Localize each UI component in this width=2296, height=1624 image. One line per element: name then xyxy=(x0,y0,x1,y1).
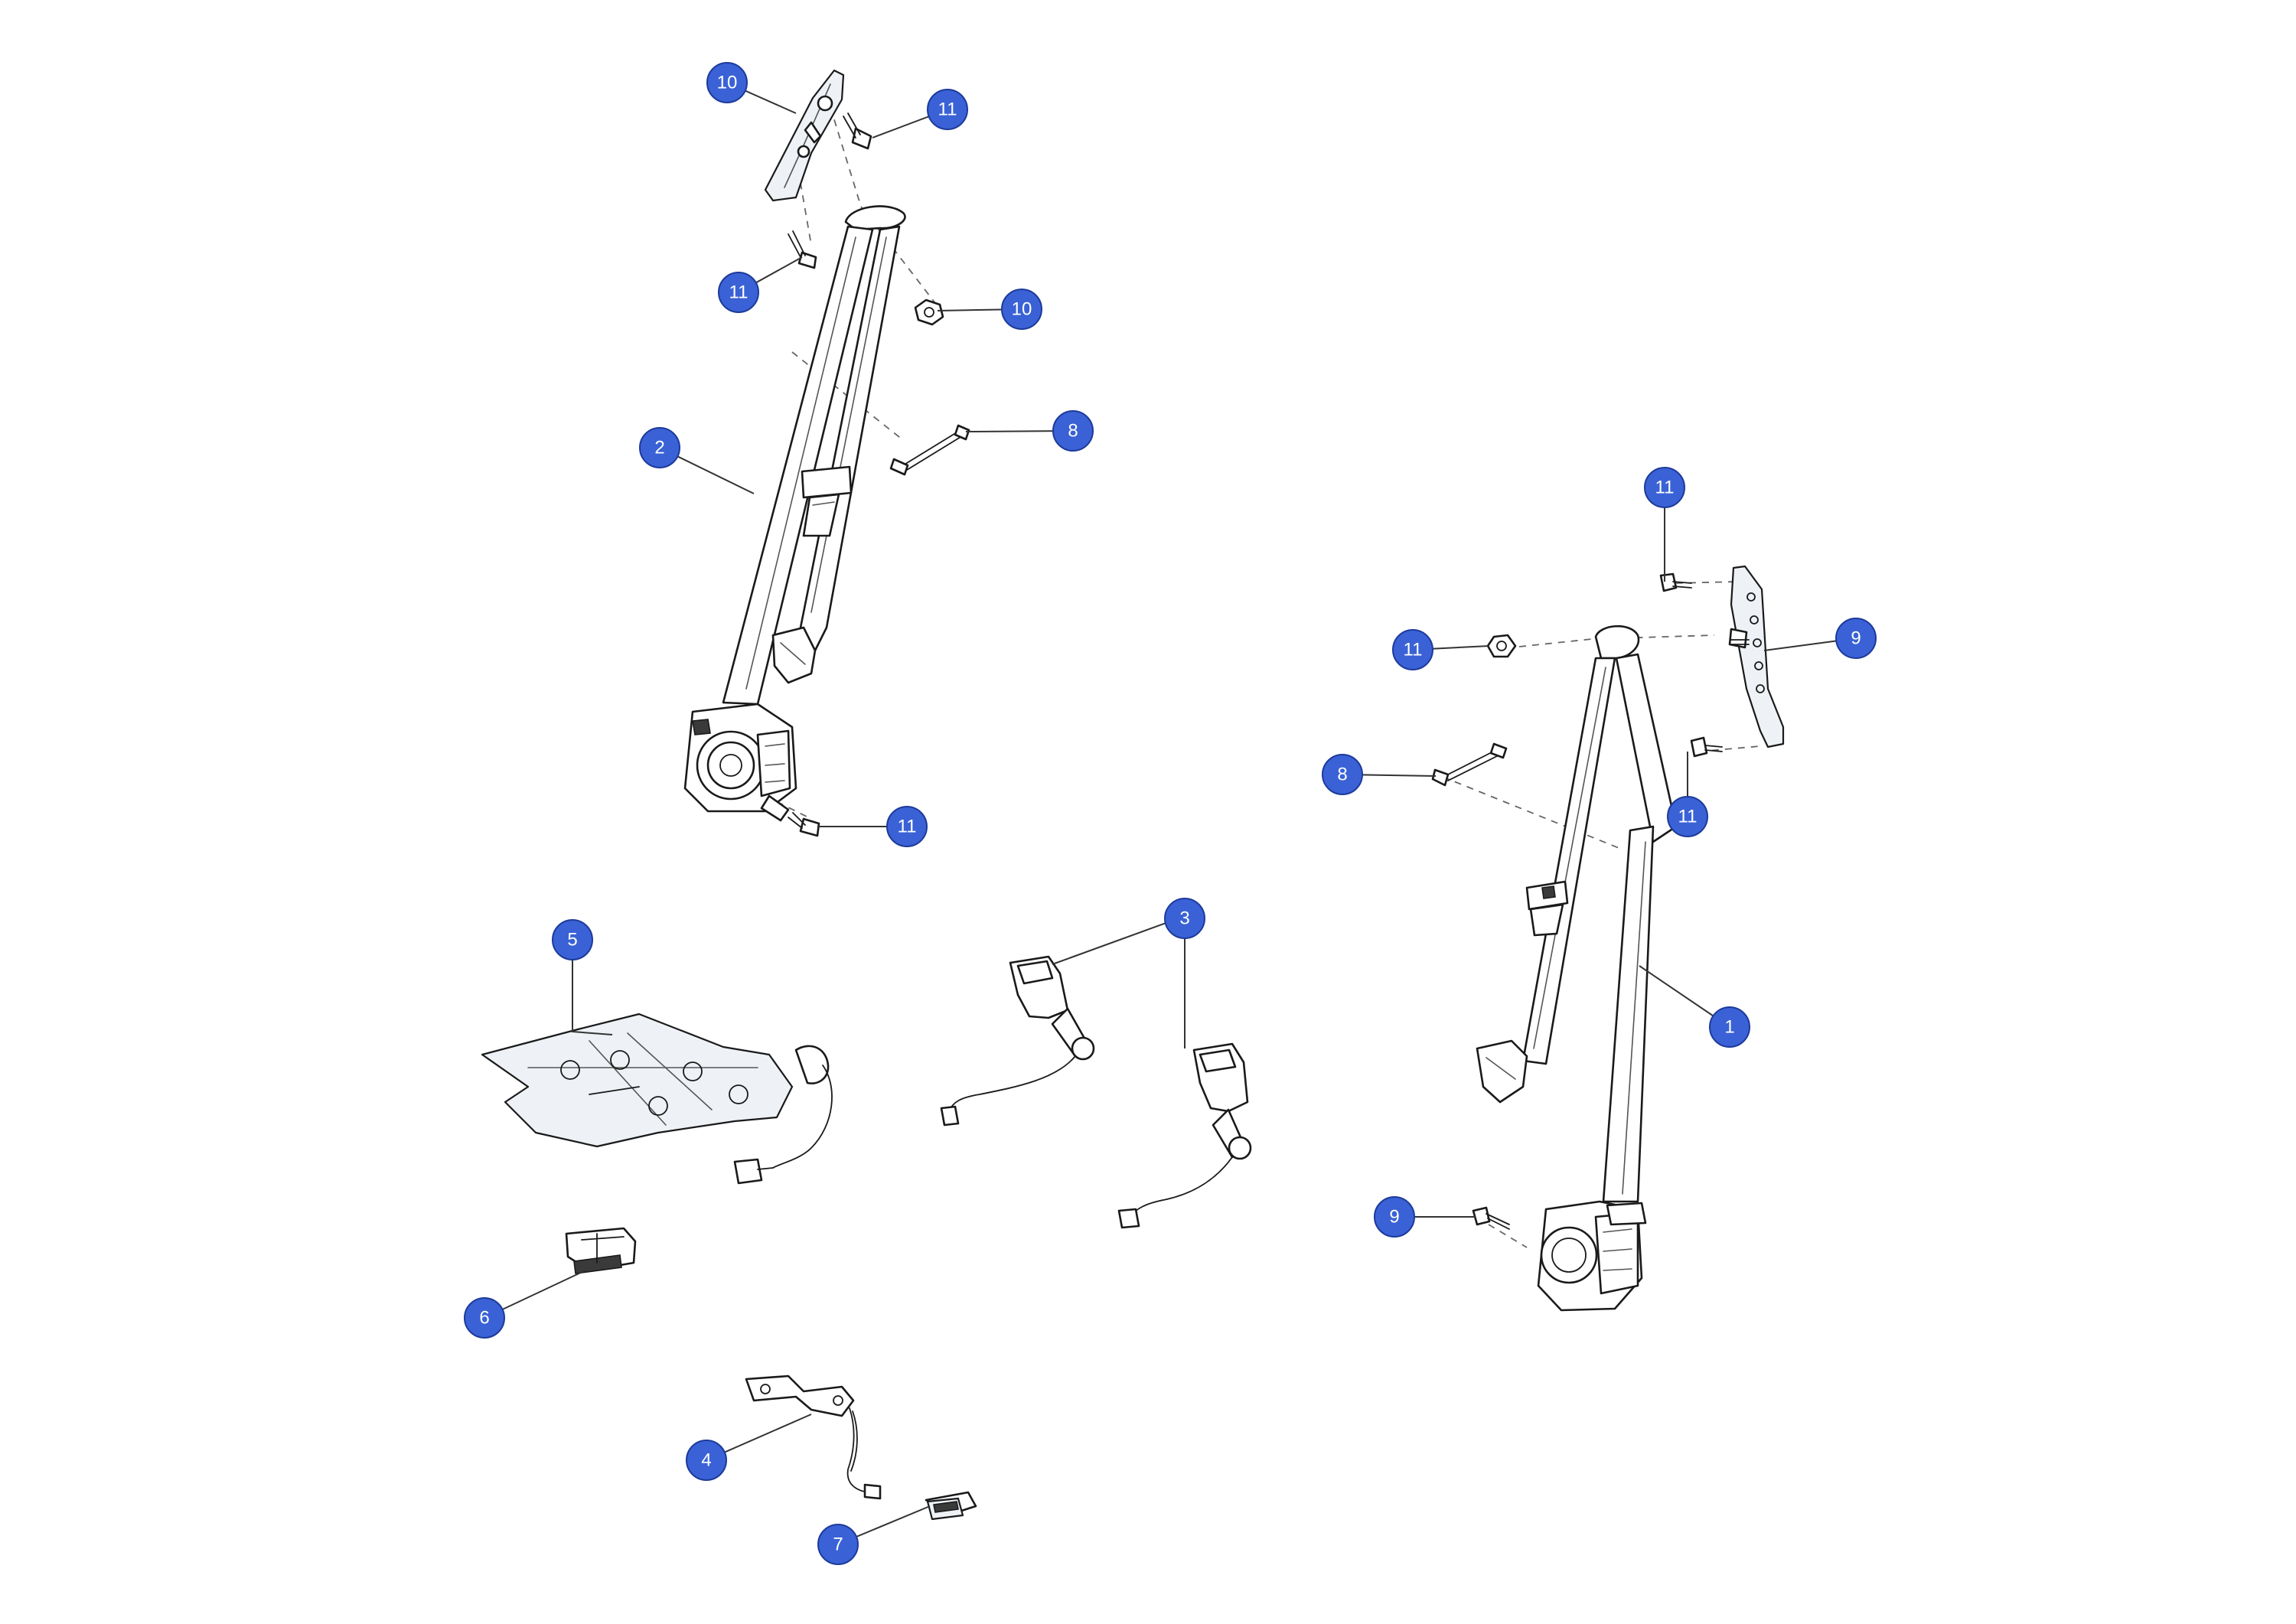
callout-5[interactable]: 5 xyxy=(552,919,593,960)
right-lower-bolt xyxy=(1472,1206,1510,1230)
svg-text:11: 11 xyxy=(898,817,917,837)
left-retractor xyxy=(683,703,797,822)
bracket-harness-4 xyxy=(745,1375,882,1500)
buckle-assembly-3 xyxy=(940,955,1252,1229)
left-upper-bracket xyxy=(764,69,845,202)
callout-11-lower-right[interactable]: 9 xyxy=(1374,1196,1415,1238)
callout-11-top-left[interactable]: 11 xyxy=(927,89,968,130)
svg-text:8: 8 xyxy=(1337,765,1347,785)
svg-text:3: 3 xyxy=(1179,908,1189,929)
svg-text:10: 10 xyxy=(717,73,738,93)
callout-10-right[interactable]: 11 xyxy=(1392,629,1433,670)
svg-text:11: 11 xyxy=(1678,807,1698,827)
svg-text:5: 5 xyxy=(567,930,577,951)
left-rod-8 xyxy=(889,424,970,476)
left-bolt-mid xyxy=(788,230,817,269)
callout-8-left[interactable]: 8 xyxy=(1052,410,1094,452)
callout-11-mid-right[interactable]: 11 xyxy=(1667,796,1708,837)
svg-text:8: 8 xyxy=(1068,421,1078,442)
sensor-mat-5 xyxy=(481,1013,833,1185)
callout-3[interactable]: 3 xyxy=(1164,898,1205,939)
right-rod-8 xyxy=(1431,742,1508,787)
left-seat-belt-assembly xyxy=(683,69,970,837)
callout-11-top-right[interactable]: 11 xyxy=(1644,467,1685,508)
module-6 xyxy=(565,1227,637,1274)
right-retractor xyxy=(1537,1200,1647,1312)
connector-7 xyxy=(925,1491,977,1521)
svg-text:11: 11 xyxy=(1404,640,1423,660)
left-lower-bolt xyxy=(788,812,820,837)
svg-text:2: 2 xyxy=(654,438,664,458)
svg-text:11: 11 xyxy=(938,99,957,120)
right-seat-belt-assembly xyxy=(1431,565,1785,1312)
callouts: 10 11 11 10 8 2 11 3 xyxy=(464,62,1877,1565)
right-webbing xyxy=(1476,624,1678,1203)
svg-text:9: 9 xyxy=(1851,628,1861,649)
callout-10-left[interactable]: 10 xyxy=(1001,289,1042,330)
svg-text:10: 10 xyxy=(1012,299,1032,320)
svg-text:1: 1 xyxy=(1724,1017,1734,1038)
callout-11-mid-left[interactable]: 11 xyxy=(718,272,759,313)
svg-text:11: 11 xyxy=(729,282,748,303)
right-bolt-bracket xyxy=(1730,639,1750,645)
right-nut xyxy=(1486,634,1517,658)
svg-text:4: 4 xyxy=(701,1450,711,1471)
svg-text:7: 7 xyxy=(833,1534,843,1555)
left-webbing xyxy=(722,205,906,706)
svg-text:11: 11 xyxy=(1655,478,1675,498)
left-bolt-top xyxy=(843,113,872,150)
right-upper-bracket xyxy=(1728,565,1785,748)
callout-9-left[interactable]: 10 xyxy=(706,62,748,103)
svg-text:6: 6 xyxy=(479,1308,489,1329)
callout-2[interactable]: 2 xyxy=(639,427,680,468)
callout-1[interactable]: 1 xyxy=(1709,1006,1750,1048)
callout-4[interactable]: 4 xyxy=(686,1440,727,1481)
callout-7[interactable]: 7 xyxy=(817,1524,859,1565)
left-nut xyxy=(914,298,944,326)
callout-9-right[interactable]: 9 xyxy=(1835,618,1877,659)
right-bolt-lower-bracket xyxy=(1690,736,1723,758)
callout-11-lower-left[interactable]: 11 xyxy=(886,806,928,847)
callout-8-right[interactable]: 8 xyxy=(1322,754,1363,795)
svg-text:9: 9 xyxy=(1389,1207,1399,1228)
callout-6[interactable]: 6 xyxy=(464,1297,505,1339)
